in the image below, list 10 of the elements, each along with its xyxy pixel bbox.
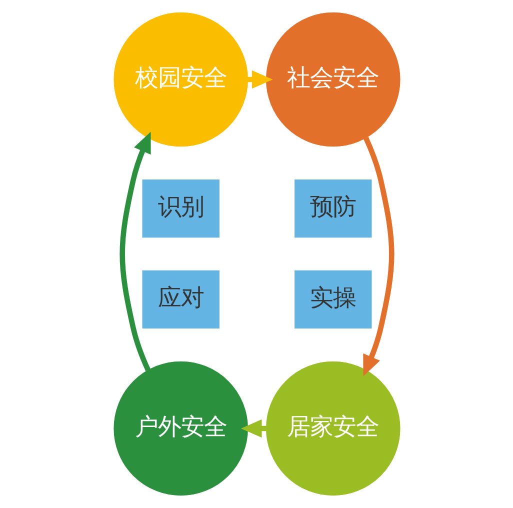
node-box: 应对 bbox=[142, 270, 219, 329]
node-box: 预防 bbox=[294, 179, 372, 238]
node-circle: 社会安全 bbox=[266, 12, 400, 147]
node-circle: 户外安全 bbox=[113, 361, 248, 496]
arrow bbox=[119, 132, 150, 372]
node-circle: 校园安全 bbox=[113, 12, 248, 147]
node-box: 实操 bbox=[294, 270, 372, 329]
node-circle: 居家安全 bbox=[266, 361, 400, 496]
node-box: 识别 bbox=[142, 179, 219, 238]
arrow bbox=[362, 136, 394, 376]
